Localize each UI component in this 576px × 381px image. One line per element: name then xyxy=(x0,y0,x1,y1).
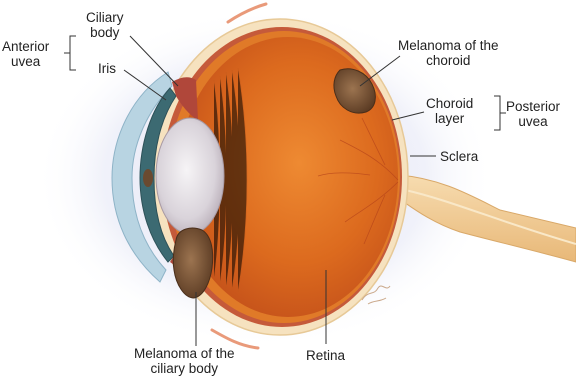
label-melanoma-choroid: Melanoma of the choroid xyxy=(398,38,499,68)
label-anterior-uvea: Anterior uvea xyxy=(2,39,49,69)
label-retina: Retina xyxy=(306,348,345,363)
iris-pigment-spot xyxy=(143,169,153,187)
label-melanoma-ciliary-body: Melanoma of the ciliary body xyxy=(134,346,235,376)
anterior-uvea-bracket xyxy=(64,36,76,70)
label-posterior-uvea: Posterior uvea xyxy=(506,99,560,129)
label-iris: Iris xyxy=(98,61,116,76)
lens xyxy=(156,118,224,234)
label-choroid-layer: Choroid layer xyxy=(426,96,473,126)
label-ciliary-body: Ciliary body xyxy=(86,10,124,40)
label-sclera: Sclera xyxy=(440,149,478,164)
posterior-uvea-bracket xyxy=(494,96,506,130)
